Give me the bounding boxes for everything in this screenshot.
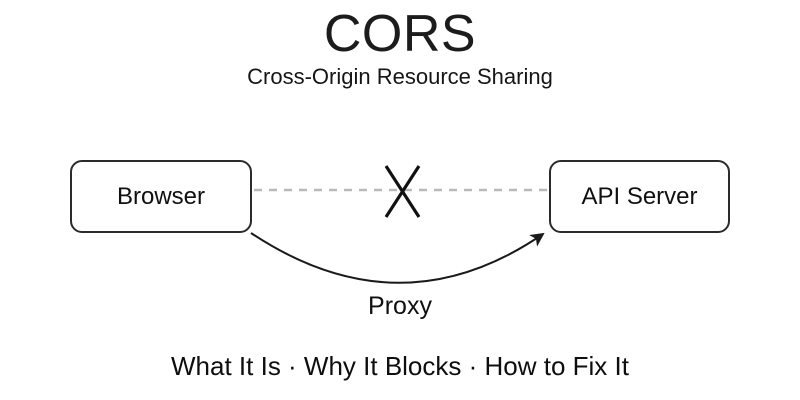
page-subtitle: Cross-Origin Resource Sharing	[247, 64, 553, 89]
x-cross-icon	[384, 165, 421, 218]
browser-node-label: Browser	[116, 182, 206, 210]
proxy-label: Proxy	[368, 292, 432, 320]
browser-node: Browser	[70, 160, 252, 233]
api-server-node: API Server	[549, 160, 730, 233]
page-title: CORS	[323, 5, 477, 63]
footer-tagline: What It Is · Why It Blocks · How to Fix …	[171, 351, 629, 381]
api-server-node-label: API Server	[581, 182, 698, 210]
proxy-route-arrow	[250, 232, 545, 284]
